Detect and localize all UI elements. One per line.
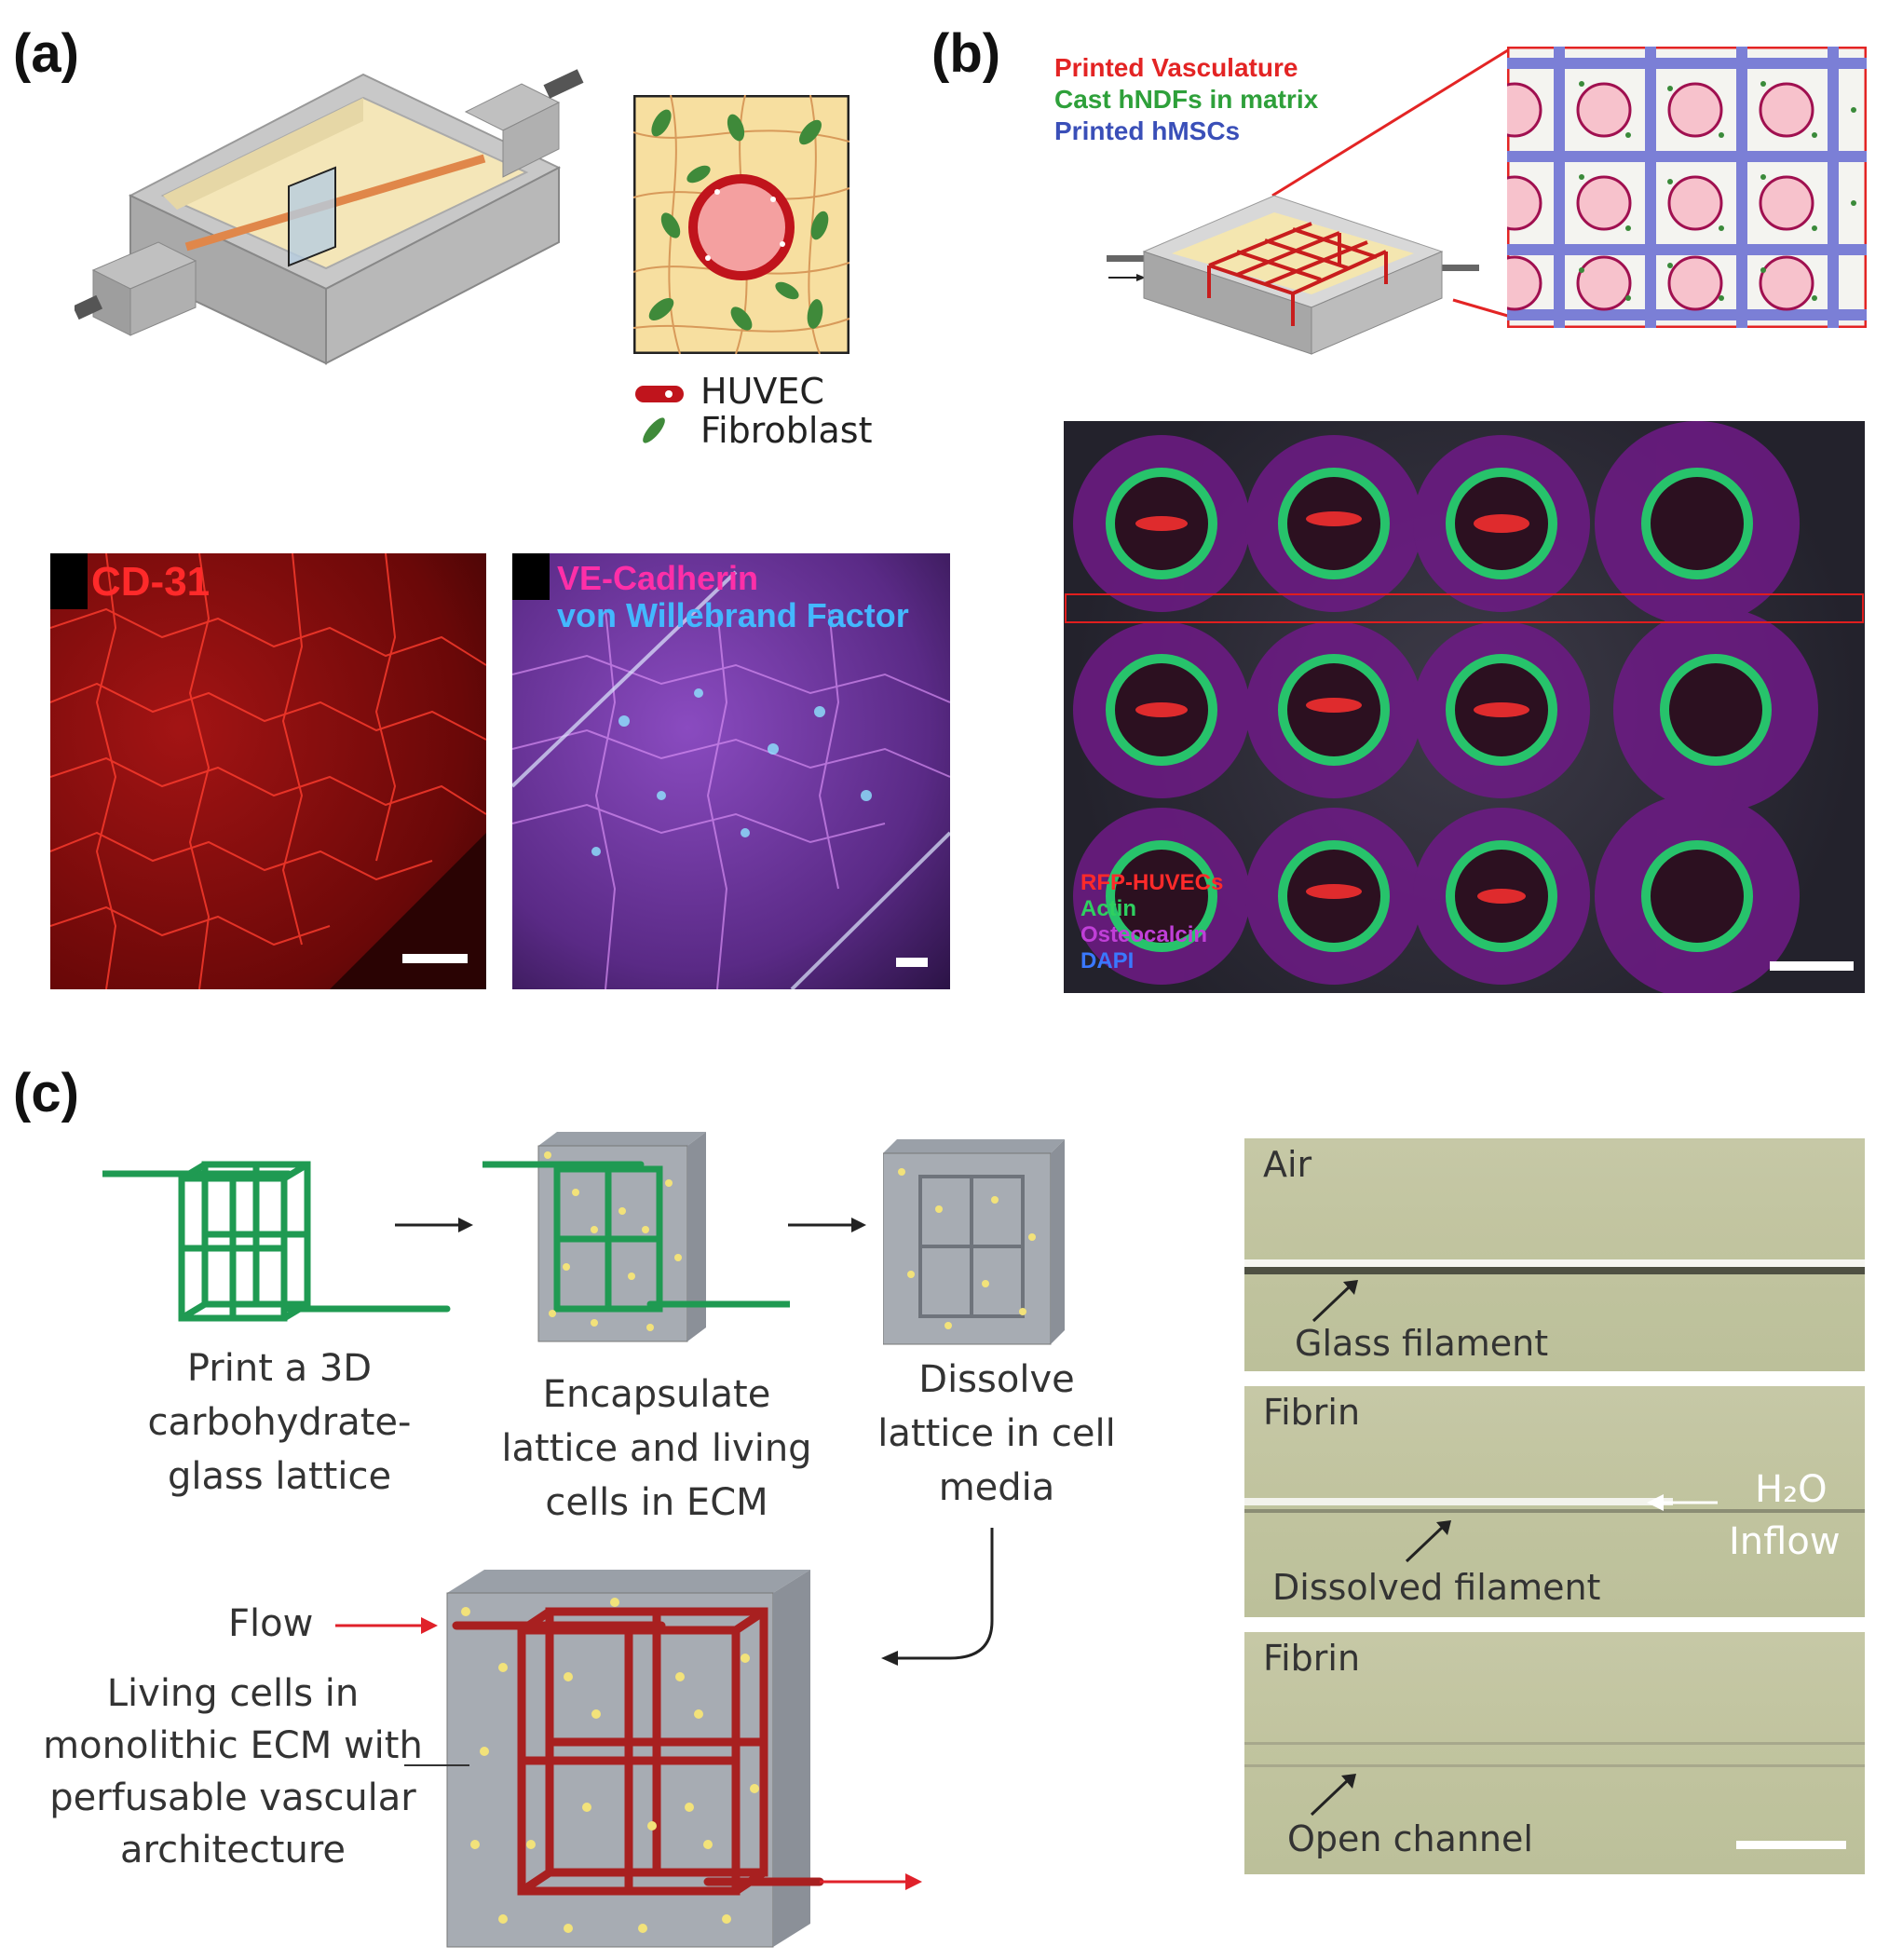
panel-label-c: (c): [13, 1063, 79, 1123]
strip-fibrin-open: Fibrin Open channel: [1244, 1632, 1865, 1874]
strip-medium-label: Air: [1263, 1144, 1312, 1185]
cd31-cell-network: [50, 553, 486, 989]
zoom-lines: [1271, 47, 1512, 319]
legend-huvec: HUVEC: [700, 371, 824, 412]
encapsulated-lattice-cube: [482, 1132, 790, 1342]
cd31-micrograph: CD-31: [50, 553, 486, 989]
step1-caption: Print a 3D carbohydrate-glass lattice: [147, 1347, 412, 1498]
legend-cast-hndfs: Cast hNDFs in matrix: [1054, 85, 1319, 114]
dissolved-filament: [1244, 1509, 1865, 1513]
glass-filament: [1244, 1267, 1865, 1274]
scale-bar: [402, 954, 468, 963]
zoomed-grid: [1507, 47, 1867, 328]
strip-caption: Glass filament: [1295, 1323, 1549, 1364]
strip-medium-label: Fibrin: [1263, 1638, 1361, 1679]
dissolved-lattice-cube: [883, 1139, 1065, 1345]
scale-bar: [896, 958, 928, 967]
scale-bar: [1770, 961, 1854, 971]
corner-mask: [50, 553, 88, 609]
cd31-label: CD-31: [91, 559, 211, 605]
carbohydrate-glass-lattice: [102, 1161, 451, 1322]
channel-edge: [1244, 1742, 1865, 1745]
flow-label: Flow: [228, 1602, 314, 1645]
micrograph-legend: RFP-HUVECs Actin Osteocalcin DAPI: [1080, 870, 1223, 974]
arrow-icon: [788, 1218, 866, 1232]
filament-highlight: [1244, 1259, 1865, 1267]
legend-icons-a: [635, 386, 684, 443]
channel-edge: [1244, 1764, 1865, 1767]
pointer-arrow-icon: [1311, 1280, 1358, 1323]
inflow-label: Inflow: [1729, 1520, 1841, 1563]
legend-osteocalcin: Osteocalcin: [1080, 922, 1208, 947]
perfusable-vascular-cube: [446, 1570, 922, 1948]
step2-caption: Encapsulate lattice and living cells in …: [501, 1373, 812, 1524]
step3-caption: Dissolve lattice in cell media: [877, 1358, 1116, 1509]
bone-tissue-micrograph: RFP-HUVECs Actin Osteocalcin DAPI: [1064, 421, 1865, 993]
strip-fibrin-dissolved: Fibrin H₂O Inflow Dissolved filament: [1244, 1386, 1865, 1617]
leader-line: [404, 1764, 469, 1766]
curved-arrow-icon: [881, 1528, 994, 1666]
ve-cadherin-label: VE-Cadherin: [557, 559, 759, 597]
filament-highlight: [1244, 1498, 1673, 1505]
legend-printed-vasculature: Printed Vasculature: [1054, 53, 1298, 82]
arrow-icon: [395, 1218, 473, 1232]
flow-arrow-icon: [335, 1617, 438, 1634]
strip-air: Air Glass filament: [1244, 1138, 1865, 1371]
legend-rfp-huvecs: RFP-HUVECs: [1080, 870, 1224, 895]
ve-cadherin-micrograph: VE-Cadherin von Willebrand Factor: [512, 553, 950, 989]
legend-printed-hmscs: Printed hMSCs: [1054, 116, 1241, 145]
h2o-label: H₂O: [1755, 1468, 1828, 1511]
vessel-cross-section: [633, 95, 849, 354]
pointer-arrow-icon: [1405, 1520, 1451, 1563]
perfusion-chamber-schematic: [75, 69, 584, 365]
legend-dapi: DAPI: [1080, 948, 1135, 973]
device-schematic-b: [1107, 195, 1479, 355]
inflow-arrow-icon: [1647, 1494, 1718, 1511]
vwf-label: von Willebrand Factor: [557, 596, 909, 634]
strip-medium-label: Fibrin: [1263, 1392, 1361, 1433]
micrograph-wells: [1065, 421, 1864, 993]
scale-bar: [1736, 1841, 1846, 1849]
legend-actin: Actin: [1080, 896, 1136, 921]
final-caption: Living cells in monolithic ECM with perf…: [43, 1672, 423, 1872]
strip-caption: Dissolved filament: [1272, 1567, 1601, 1608]
panel-label-a: (a): [13, 23, 79, 84]
panel-label-b: (b): [931, 23, 1001, 84]
legend-fibroblast: Fibroblast: [700, 410, 873, 451]
corner-mask: [512, 553, 550, 600]
pointer-arrow-icon: [1310, 1774, 1356, 1817]
ve-cadherin-cell-network: [512, 570, 950, 989]
strip-caption: Open channel: [1287, 1818, 1533, 1859]
